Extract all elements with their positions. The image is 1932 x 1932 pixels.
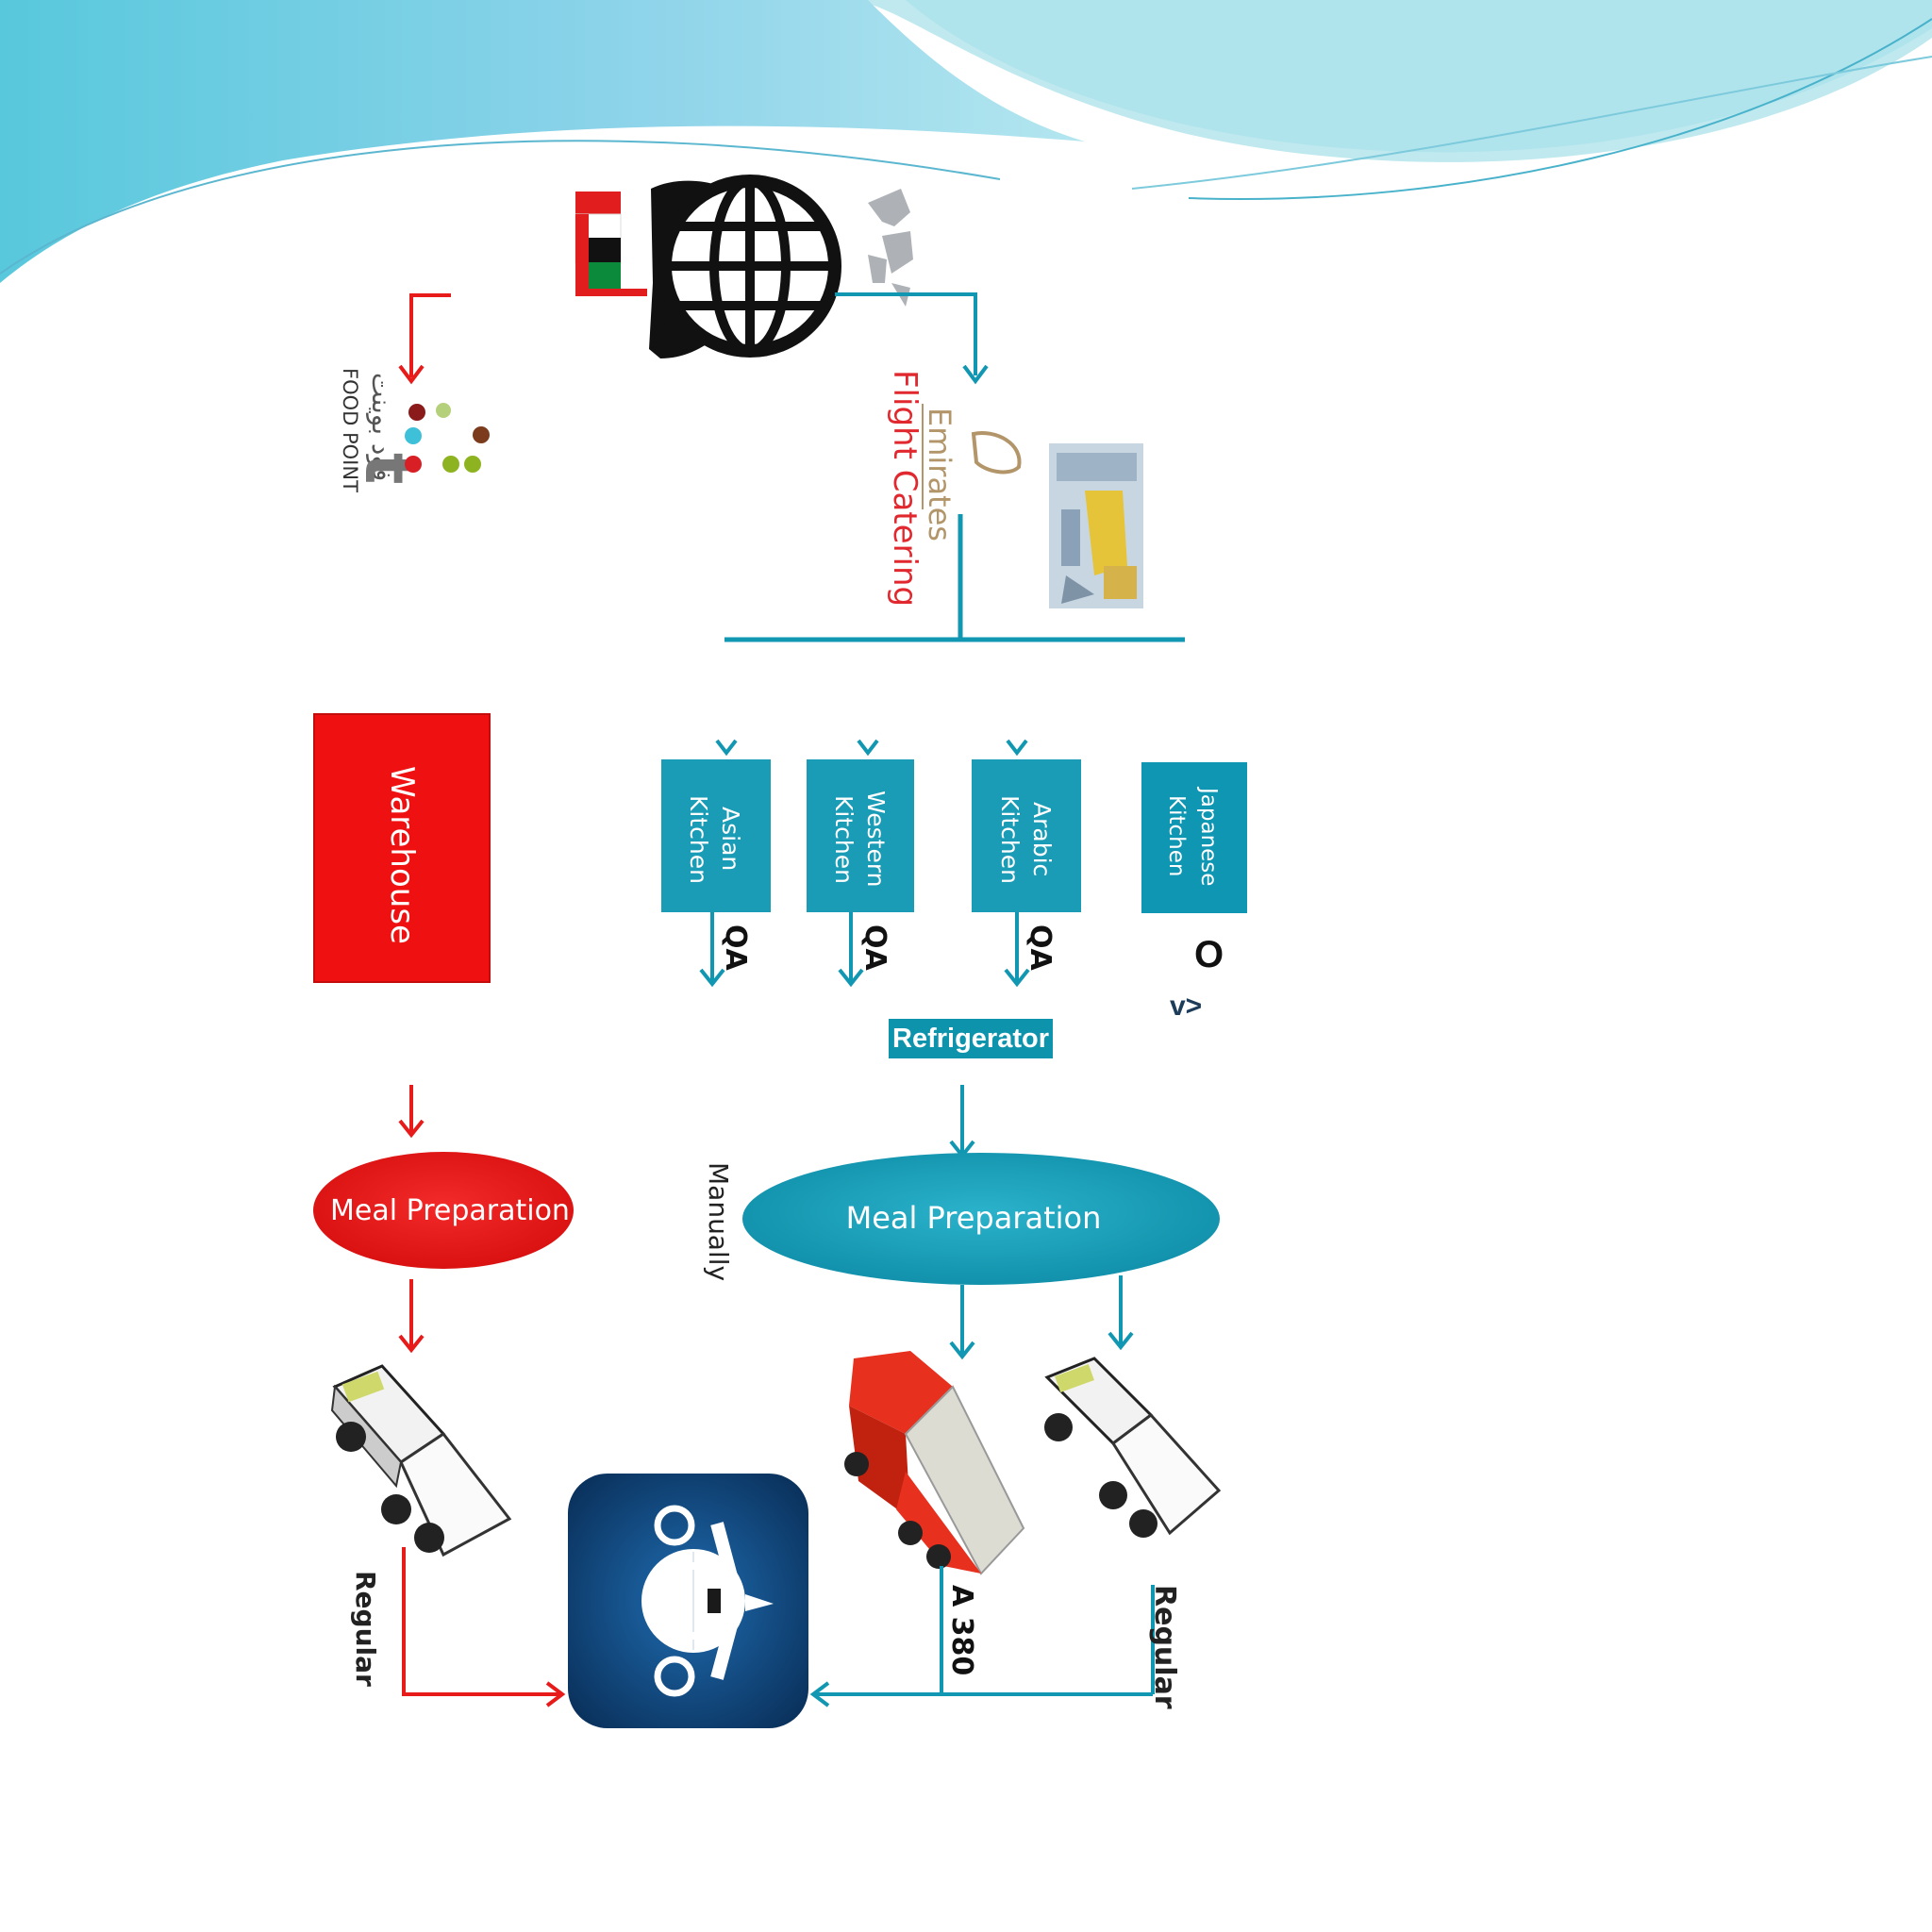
- connector-a380-regular-right: [809, 1566, 1155, 1707]
- qa-label-asian: QA: [719, 924, 752, 972]
- qa-label-western: QA: [858, 924, 891, 972]
- emirates-flight-catering-logo: Emirates Flight Catering: [886, 370, 1022, 607]
- airplane-app-icon: [568, 1474, 808, 1728]
- meal-prep-teal-label: Meal Preparation: [846, 1200, 1102, 1236]
- japanese-kitchen-line2: Kitchen: [1164, 795, 1189, 876]
- arabic-kitchen-line1: Arabic: [1028, 802, 1056, 876]
- truck-icon-right: [1044, 1357, 1222, 1538]
- food-point-logo: FOOD POINT فود بوينت t: [339, 368, 490, 492]
- uae-flag-icon: [575, 192, 647, 296]
- connector-globe-emirates: [835, 292, 989, 385]
- japanese-kitchen-line1: Japanese: [1196, 786, 1221, 886]
- meal-prep-teal-node: Meal Preparation: [742, 1153, 1220, 1285]
- connector-redprep-truck: [398, 1279, 425, 1354]
- connector-refrigerator-mealprep: [949, 1085, 975, 1159]
- header-wave: [0, 0, 1932, 283]
- western-kitchen-node: Western Kitchen: [807, 759, 914, 912]
- connector-tealprep-trucks: [949, 1275, 1134, 1360]
- asian-kitchen-line2: Kitchen: [685, 795, 712, 884]
- qa-arrows: [699, 912, 1030, 988]
- connector-warehouse-mealprep: [398, 1085, 425, 1139]
- kitchen-photo: [1049, 443, 1143, 608]
- western-kitchen-line2: Kitchen: [830, 795, 858, 884]
- connector-flag-foodpoint: [398, 293, 451, 385]
- food-point-text: FOOD POINT: [339, 368, 361, 492]
- warehouse-node: Warehouse: [313, 713, 491, 983]
- warehouse-label: Warehouse: [383, 766, 421, 944]
- handshake-globe-icon: [649, 175, 841, 358]
- a380-label: A 380: [945, 1585, 978, 1675]
- asian-kitchen-line1: Asian: [717, 807, 744, 871]
- refrigerator-label: Refrigerator: [889, 1019, 1053, 1058]
- truck-icon: [330, 1364, 512, 1557]
- asian-kitchen-node: Asian Kitchen: [661, 759, 771, 912]
- japanese-kitchen-node: Japanese Kitchen: [1141, 762, 1247, 913]
- emirates-text: Emirates: [922, 408, 958, 541]
- meal-prep-red-label: Meal Preparation: [330, 1194, 570, 1227]
- arabic-kitchen-node: Arabic Kitchen: [972, 759, 1081, 912]
- red-truck-icon: [844, 1351, 1025, 1575]
- kitchen-input-arrows: [715, 739, 1028, 757]
- stray-v-glyph: v>: [1170, 991, 1203, 1022]
- stray-o-glyph: O: [1194, 934, 1224, 975]
- flight-catering-text: Flight Catering: [886, 370, 924, 607]
- arabic-kitchen-line2: Kitchen: [996, 795, 1024, 884]
- western-kitchen-line1: Western: [862, 791, 890, 888]
- regular-right-label: Regular: [1148, 1585, 1181, 1709]
- regular-left-label: Regular: [350, 1571, 381, 1687]
- qa-label-arabic: QA: [1024, 924, 1057, 972]
- manually-label: Manually: [703, 1162, 734, 1281]
- meal-prep-red-node: Meal Preparation: [313, 1152, 574, 1269]
- food-point-arabic-text: فود بوينت: [366, 373, 397, 481]
- world-map-icon: [868, 189, 913, 307]
- connector-regular-left: [402, 1547, 566, 1707]
- connector-emirates-bus: [724, 514, 1185, 642]
